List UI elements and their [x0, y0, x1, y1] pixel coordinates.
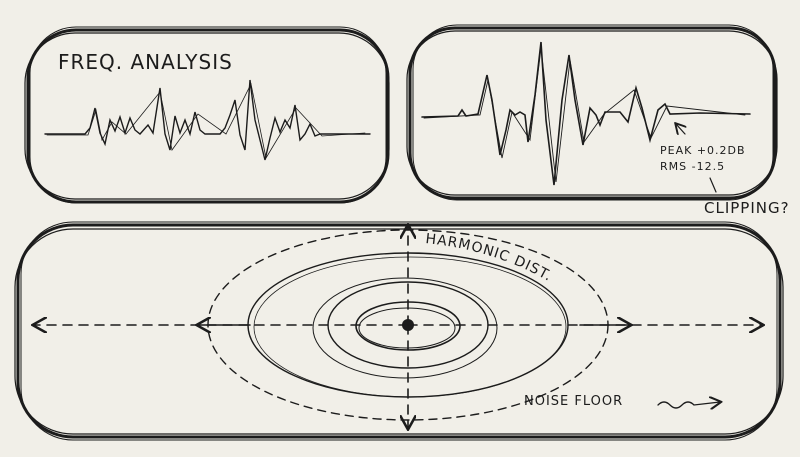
panel-title-freq-analysis: FREQ. ANALYSIS: [58, 50, 233, 74]
noise-wavy-arrow: [657, 402, 720, 408]
waveform-detail-panel: [406, 24, 778, 201]
clipping-annotation: CLIPPING?: [704, 199, 790, 217]
peak-pointer-arrow: [676, 124, 685, 134]
rms-readout: RMS -12.5: [660, 160, 726, 173]
freq-analysis-panel: [24, 26, 390, 204]
peak-readout: PEAK +0.2DB: [660, 144, 746, 157]
harmonic-dist-label: HARMONIC DIST.: [425, 231, 555, 285]
distortion-map-panel: [14, 221, 784, 441]
clipping-leader-line: [709, 177, 717, 193]
noise-floor-label: NOISE FLOOR: [524, 394, 624, 409]
waveform-1: [44, 79, 371, 161]
